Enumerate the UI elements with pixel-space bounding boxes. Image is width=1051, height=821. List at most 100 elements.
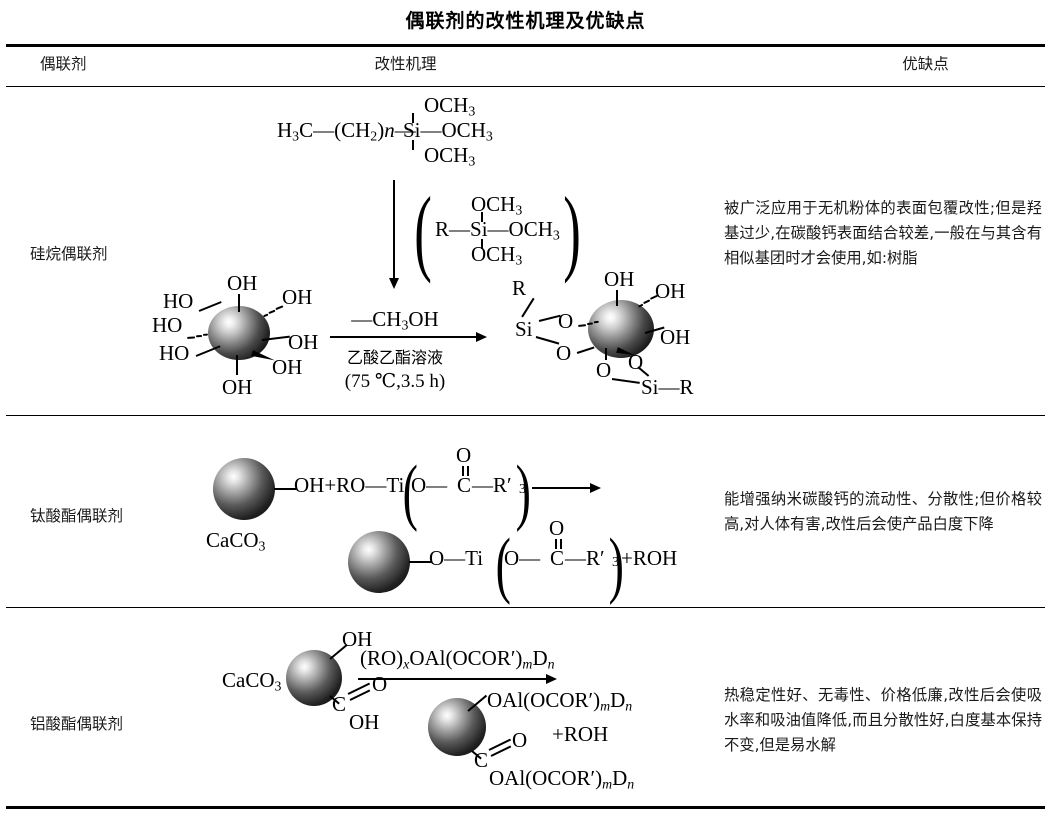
bond-dash-3: — xyxy=(420,118,442,142)
product-label-oh-right: OH xyxy=(660,325,691,349)
atom-ti: Ti xyxy=(386,473,405,497)
label-oh-upper-right: OH xyxy=(282,285,313,309)
arrow-label-condition: (75 ℃,3.5 h) xyxy=(344,371,446,392)
row-label-titanate: 钛酸酯偶联剂 xyxy=(30,507,124,525)
titanate-r-prime: —R′ xyxy=(472,473,512,497)
row-separator-2 xyxy=(6,607,1045,609)
aluminate-product-dbond-a xyxy=(488,738,511,751)
column-header-agent: 偶联剂 xyxy=(40,55,87,73)
titanate-product-carbonyl-o: O xyxy=(549,516,565,540)
product-label-si-left: Si xyxy=(515,317,533,341)
bond-o-sphere-lower xyxy=(576,346,595,354)
reagent-oal: OAl(OCOR′)m xyxy=(409,646,533,672)
group-och3-right: OCH3 xyxy=(441,118,493,144)
titanate-product-dbond-b xyxy=(560,539,562,549)
titanate-product-sphere xyxy=(348,531,410,593)
titanate-product-paren-close: ) xyxy=(608,524,624,606)
aluminate-carboxyl-o: O xyxy=(372,672,388,696)
bond-si-och3-bottom-2 xyxy=(481,239,483,249)
group-och3-top-2: OCH3 xyxy=(471,192,523,218)
product-label-oh-top: OH xyxy=(604,267,635,291)
aluminate-product-oal-bottom: OAl(OCOR′)mDn xyxy=(489,766,635,792)
titanate-product-sub3: 3 xyxy=(612,555,619,570)
bond-dash-5: — xyxy=(487,217,509,241)
bond-si-och3-bottom xyxy=(412,140,414,150)
bond-hash-upper-right xyxy=(260,303,287,323)
group-och3-bottom-2: OCH3 xyxy=(471,242,523,268)
atom-o-p: O xyxy=(429,546,445,570)
bond-dash: — xyxy=(313,118,335,142)
bond-o-bottom xyxy=(605,348,607,360)
bond-dash-4: — xyxy=(449,217,471,241)
titanate-product-r-prime: —R′ xyxy=(565,546,605,570)
titanate-product-dbond-a xyxy=(555,539,557,549)
bond-oh-bottom xyxy=(236,355,238,375)
arrow-label-solvent: 乙酸乙酯溶液 xyxy=(346,348,443,367)
bond-ho-upper-left xyxy=(198,301,222,312)
label-oh-top: OH xyxy=(227,271,258,295)
titanate-group-oh: OH+RO xyxy=(294,473,366,497)
description-titanate: 能增强纳米碳酸钙的流动性、分散性;但价格较高,对人体有害,改性后会使产品白度下降 xyxy=(724,490,1042,533)
product-bond-hash-ur xyxy=(635,293,660,313)
bond-dash-t2: — xyxy=(426,473,448,497)
bond-o-si-right xyxy=(611,378,640,384)
intermediate-r-si: R—Si—OCH3 xyxy=(435,217,560,244)
page-title: 偶联剂的改性机理及优缺点 xyxy=(405,10,646,32)
label-ho-lower-left: HO xyxy=(159,341,190,365)
label-oh-right: OH xyxy=(288,330,319,354)
titanate-ester-group: O— xyxy=(411,473,447,498)
product-label-o-upper: O xyxy=(558,309,574,333)
reagent-dn: Dn xyxy=(532,646,555,672)
label-ho-left: HO xyxy=(152,313,183,337)
bond-dash-t1: — xyxy=(365,473,387,497)
product-label-r-left: R xyxy=(512,276,527,300)
atom-o-p2: O xyxy=(504,546,520,570)
titanate-double-bond-a xyxy=(462,466,464,476)
titanate-carbonyl-o: O xyxy=(456,443,472,467)
formula-h3c: H3C xyxy=(277,118,314,144)
bond-dash-t3: — xyxy=(472,473,493,497)
titanate-product-paren-open: ( xyxy=(495,524,511,606)
reactant-si-center: Si—OCH3 xyxy=(403,118,493,145)
description-aluminate: 热稳定性好、无毒性、价格低廉,改性后会使吸水率和吸油值降低,而且分散性好,白度基… xyxy=(724,686,1042,754)
description-silane: 被广泛应用于无机粉体的表面包覆改性;但是羟基过少,在碳酸钙表面结合较差,一般在与… xyxy=(724,199,1042,267)
atom-ti-p: Ti xyxy=(465,546,484,570)
column-header-mechanism: 改性机理 xyxy=(374,55,437,73)
formula-ch2n: (CH2)n xyxy=(334,118,395,144)
bond-wedge-lower-right xyxy=(251,350,276,364)
table-top-rule xyxy=(6,44,1045,47)
titanate-product-ester: O— xyxy=(504,546,540,571)
label-oh-bottom: OH xyxy=(222,375,253,399)
aluminate-carboxyl-c: C xyxy=(332,692,347,716)
titanate-product-roh: +ROH xyxy=(621,546,678,570)
column-header-advantages: 优缺点 xyxy=(902,55,949,73)
product-sphere xyxy=(588,300,654,358)
paren-open-intermediate: ( xyxy=(414,177,432,284)
bond-dash-p2: — xyxy=(519,546,541,570)
bond-hash-left xyxy=(187,328,212,342)
bond-si-och3-top-2 xyxy=(481,212,483,222)
titanate-paren-open: ( xyxy=(402,451,418,533)
arrow-label-above: —CH3OH xyxy=(351,307,439,333)
aluminate-caco3-label: CaCO3 xyxy=(222,668,282,694)
titanate-carbonyl-c: C xyxy=(457,473,472,497)
paren-close-intermediate: ) xyxy=(563,177,581,284)
titanate-double-bond-b xyxy=(467,466,469,476)
row-separator-1 xyxy=(6,415,1045,417)
bond-si-och3-top xyxy=(412,113,414,123)
label-ho-upper-left: HO xyxy=(163,289,194,313)
aluminate-product-c: C xyxy=(474,748,489,772)
bond-oh-top xyxy=(238,294,240,312)
group-och3-bottom: OCH3 xyxy=(424,143,476,169)
titanate-reactant-chain: OH+RO—Ti xyxy=(294,473,404,498)
aluminate-reagent: (RO)xOAl(OCOR′)mDn xyxy=(360,646,555,673)
product-label-oh-upper-right: OH xyxy=(655,279,686,303)
titanate-product-carbonyl-c: C xyxy=(550,546,565,570)
titanate-product-bond xyxy=(409,561,431,563)
product-bond-oh-top xyxy=(616,290,618,306)
bond-hash-o-sphere xyxy=(577,318,599,330)
aluminate-product-roh: +ROH xyxy=(552,722,609,746)
titanate-paren-close: ) xyxy=(515,451,531,533)
titanate-sphere-label: CaCO3 xyxy=(206,528,266,554)
